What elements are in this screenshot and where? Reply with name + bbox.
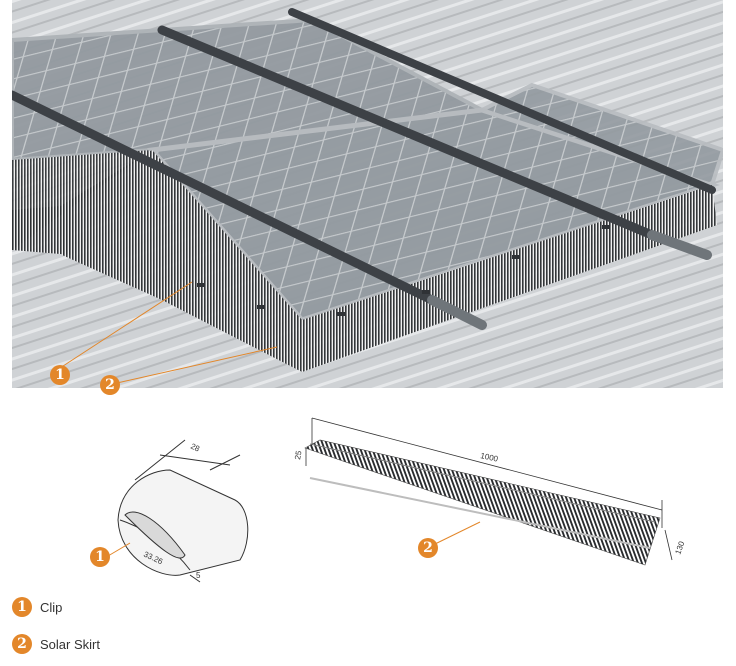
callout-leader-skirt-detail	[432, 521, 481, 546]
skirt-top-dim: 25	[293, 449, 304, 460]
clip-markers	[197, 225, 610, 316]
legend-label-skirt: Solar Skirt	[40, 636, 100, 652]
skirt-height-dim: 130	[673, 540, 686, 556]
callout-leader-clip-detail	[107, 542, 131, 557]
solar-array-illustration	[12, 0, 723, 388]
clip-gap-dim: 5	[196, 571, 201, 580]
callout-badge-clip-detail: 1	[90, 547, 110, 567]
legend-item-skirt: 2 Solar Skirt	[12, 633, 100, 655]
clip-width-dim: 28	[189, 442, 201, 454]
skirt-length-dim: 1000	[480, 451, 500, 464]
clip-length-dim: 33.26	[142, 550, 164, 567]
legend-item-clip: 1 Clip	[12, 596, 62, 618]
callout-badge-clip: 1	[50, 365, 70, 385]
callout-badge-skirt: 2	[100, 375, 120, 395]
clip-detail-drawing	[117, 439, 249, 583]
skirt-detail-drawing	[304, 417, 673, 566]
mounting-rails	[12, 8, 716, 330]
callout-badge-skirt-detail: 2	[418, 538, 438, 558]
legend-badge-skirt: 2	[12, 634, 32, 654]
legend-badge-clip: 1	[12, 597, 32, 617]
panel-group-main	[12, 82, 723, 372]
legend-label-clip: Clip	[40, 599, 63, 615]
